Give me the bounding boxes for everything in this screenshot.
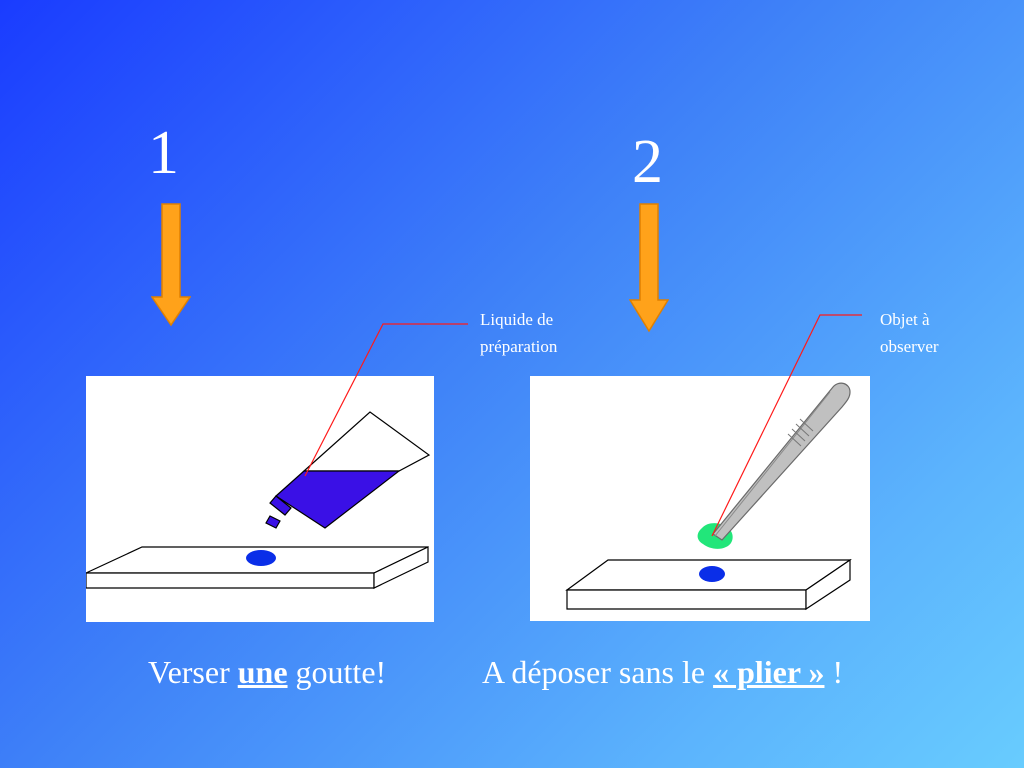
down-arrow-icon-step-2: [629, 203, 669, 333]
callout-object-line-1: Objet à: [880, 310, 930, 329]
forceps: [712, 382, 851, 541]
illustration-panel-forceps: [530, 376, 870, 621]
illustration-panel-pouring: [85, 376, 434, 622]
liquid-drop: [699, 566, 725, 582]
step-2-number: 2: [632, 128, 663, 196]
microscope-slide: [565, 558, 852, 611]
caption-step-1-emphasis: une: [237, 654, 288, 690]
caption-step-2-emphasis: « plier »: [713, 654, 825, 690]
caption-step-2-after: !: [824, 654, 844, 690]
caption-step-2: A déposer sans le « plier » !: [482, 652, 843, 692]
step-1-number: 1: [148, 119, 179, 187]
callout-liquid-line-2: préparation: [480, 337, 558, 356]
dropper-bottle: [265, 411, 431, 529]
caption-step-2-before: A déposer sans le: [482, 654, 714, 690]
callout-liquid: Liquide de préparation: [480, 306, 620, 360]
caption-step-1: Verser une goutte!: [148, 652, 386, 692]
down-arrow-icon-step-1: [151, 203, 191, 327]
caption-step-1-after: goutte!: [287, 654, 387, 690]
liquid-drop: [246, 550, 276, 566]
callout-object: Objet à observer: [880, 306, 1020, 360]
callout-object-line-2: observer: [880, 337, 939, 356]
caption-step-1-before: Verser: [148, 654, 238, 690]
callout-liquid-line-1: Liquide de: [480, 310, 554, 329]
